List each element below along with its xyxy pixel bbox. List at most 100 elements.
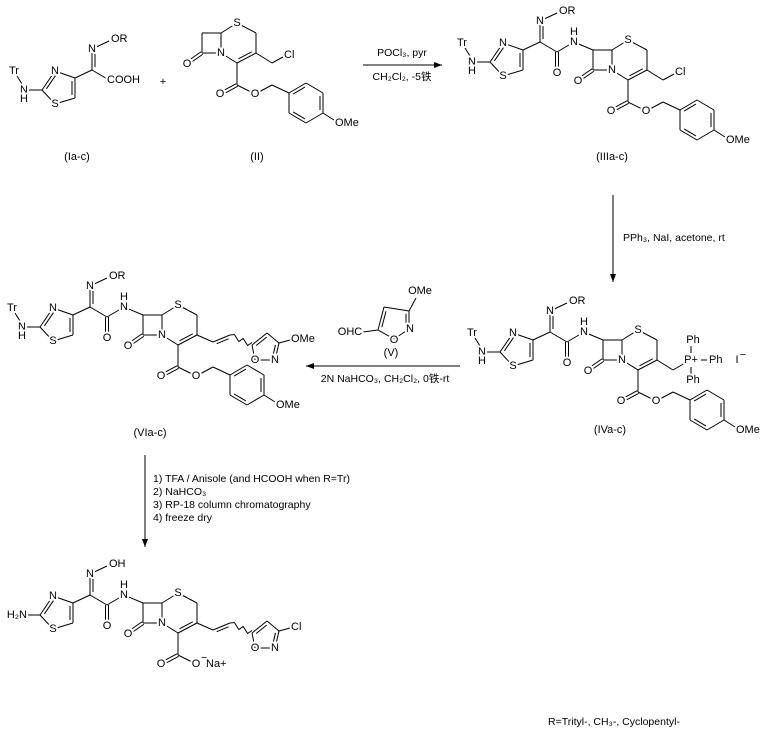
amide-n-label: N: [570, 36, 578, 48]
bond: [656, 359, 674, 371]
double-bond: [588, 358, 603, 369]
lactam-n-label: N: [158, 329, 166, 341]
bond: [499, 351, 514, 367]
double-bond: [233, 393, 247, 402]
double-bond: [39, 307, 54, 328]
plus-sign: +: [160, 76, 166, 88]
bond: [220, 22, 238, 34]
bond: [502, 69, 524, 77]
bond: [696, 99, 715, 111]
amide-o-label: O: [553, 67, 562, 79]
bond: [305, 112, 324, 124]
double-bond: [637, 359, 658, 371]
bond: [41, 89, 56, 105]
bond: [627, 39, 648, 51]
trityl-label: Tr: [9, 65, 19, 77]
double-bond: [163, 655, 179, 665]
trityl-label: Tr: [7, 302, 17, 314]
bond: [196, 334, 214, 343]
double-bond: [216, 626, 229, 633]
bond: [89, 565, 108, 575]
bond: [408, 297, 417, 312]
bond: [713, 129, 726, 138]
double-bond: [693, 418, 707, 427]
step1-reagents: POCl₃, pyr: [377, 47, 427, 59]
bond: [161, 334, 179, 346]
methoxy-label: OMe: [335, 117, 359, 129]
double-bond: [238, 51, 252, 60]
oxime-substituent-label: OH: [109, 558, 126, 570]
double-bond: [499, 332, 514, 353]
bond: [89, 594, 108, 606]
thiazole-n-label: N: [51, 65, 59, 77]
double-bond: [222, 85, 238, 95]
phenyl-label: Ph: [709, 354, 722, 366]
bond: [672, 391, 691, 401]
bond: [573, 41, 594, 51]
iodide-charge-label: −: [740, 349, 746, 361]
double-bond: [292, 86, 306, 95]
lactam-o-label: O: [584, 365, 593, 377]
lactam-o-label: O: [124, 340, 133, 352]
dihydrothiazine-s-label: S: [174, 299, 181, 311]
bond: [123, 594, 144, 604]
double-bond: [590, 360, 605, 371]
bond: [16, 75, 23, 85]
bond: [161, 592, 179, 604]
methoxy-label: OMe: [736, 424, 760, 436]
double-bond: [639, 358, 653, 367]
isoxazole-n-label: N: [271, 354, 279, 366]
oxime-n-label: N: [546, 305, 554, 317]
bond: [196, 622, 214, 631]
phosphonium-label: P+: [684, 354, 698, 366]
carbonyl-o-label: O: [607, 105, 616, 117]
bond: [322, 112, 335, 121]
step2-conditions: PPh₃, NaI, acetone, rt: [623, 232, 725, 244]
isoxazole-substituent-label: Cl: [291, 621, 301, 633]
double-bond: [255, 336, 267, 346]
double-bond: [162, 365, 178, 375]
double-bond: [44, 600, 54, 615]
r-group-footnote: R=Trityl-, CH₃-, Cyclopentyl-: [548, 716, 680, 728]
dihydrothiazine-s-label: S: [624, 34, 631, 46]
oxime-substituent-label: OR: [111, 33, 128, 45]
oxime-substituent-label: OR: [559, 5, 576, 17]
double-bond: [292, 111, 306, 120]
bond: [662, 101, 681, 111]
bond: [54, 97, 76, 105]
bond: [657, 391, 674, 401]
double-bond: [236, 52, 257, 64]
bond: [464, 47, 471, 57]
double-bond: [274, 342, 280, 361]
methoxy-label: OMe: [408, 285, 432, 297]
bond: [696, 129, 715, 141]
double-bond: [489, 42, 504, 63]
bond: [212, 366, 231, 376]
compound-label-V: (V): [384, 347, 399, 359]
thiazole-n-label: N: [49, 590, 57, 602]
step3-conditions: 2N NaHCO₃, CH₂Cl₂, 0铁-rt: [321, 372, 450, 385]
bond: [723, 419, 736, 428]
arrow-step4-head: [142, 539, 148, 547]
carbonyl-o-label: O: [157, 370, 166, 382]
oxime-n-label: N: [86, 280, 94, 292]
compound-label-Ia: (Ia-c): [64, 151, 90, 163]
bond: [646, 69, 664, 81]
double-bond: [504, 337, 514, 352]
double-bond: [629, 68, 643, 77]
double-bond: [288, 112, 307, 124]
bond: [89, 277, 108, 287]
compound-label-IIIa: (IIIa-c): [596, 151, 628, 163]
bond: [255, 52, 273, 64]
bond: [502, 42, 524, 51]
bond: [177, 304, 198, 316]
compound-label-VIa: (VIa-c): [134, 427, 167, 439]
amine-n-label: N: [468, 56, 476, 68]
bond: [246, 364, 265, 376]
chlorine-label: Cl: [675, 66, 685, 78]
double-bond: [177, 622, 198, 634]
arrow-step3-head: [306, 363, 314, 369]
bond: [72, 594, 91, 604]
double-bond: [622, 390, 638, 400]
